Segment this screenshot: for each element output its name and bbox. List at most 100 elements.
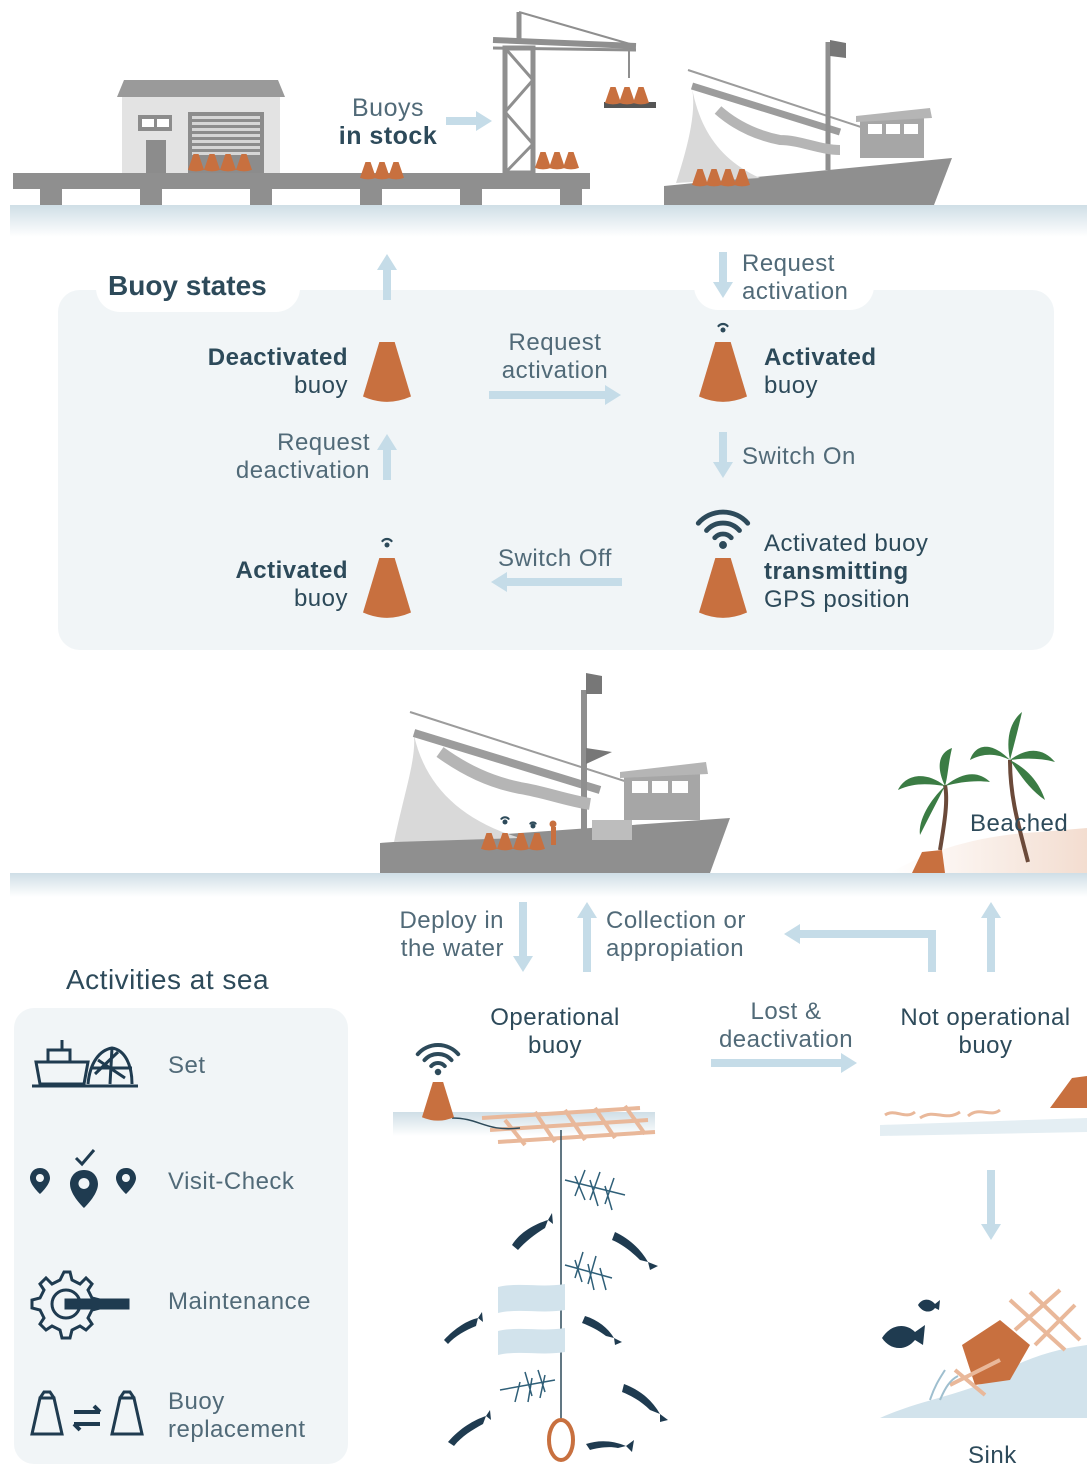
- arrow-down-sink: [981, 1170, 1001, 1240]
- request-activation-top-line1: Request: [742, 250, 835, 277]
- activity-visit-check-label: Visit-Check: [168, 1168, 295, 1195]
- request-activation-mid-line1: Request: [508, 329, 602, 356]
- buoy-states-title: Buoy states: [108, 270, 267, 301]
- deploy-label: Deploy in the water: [360, 907, 504, 963]
- arrow-up-beached: [981, 902, 1001, 972]
- stock-buoy-icon: [605, 87, 621, 105]
- tuna-fish-icons: [444, 1213, 668, 1452]
- stock-buoy-icon: [706, 169, 722, 187]
- flow-arrows: [377, 111, 1001, 1240]
- operational-buoy-signal-icon: [415, 1043, 461, 1076]
- activity-maintenance-label: Maintenance: [168, 1288, 311, 1315]
- stock-buoy-icon: [388, 162, 404, 180]
- wifi-signal-transmitting-icon: [695, 509, 751, 549]
- deactivated-buoy-icon: [363, 342, 411, 402]
- activated-buoy-top-label: Activated buoy: [764, 344, 877, 400]
- deactivated-buoy-label: Deactivated buoy: [150, 344, 348, 400]
- visit-check-icon: [30, 1149, 136, 1208]
- beached-label: Beached: [970, 810, 1069, 837]
- not-operational-line2: buoy: [958, 1032, 1013, 1059]
- fishing-vessel-middle: [380, 673, 730, 873]
- arrow-right-lost: [711, 1053, 857, 1073]
- small-signal-top-icon: [717, 322, 729, 333]
- not-operational-buoy-label: Not operational buoy: [884, 1004, 1087, 1060]
- deploy-line2: the water: [400, 935, 504, 962]
- stock-buoy-icon: [188, 154, 204, 172]
- stock-buoy-icon: [734, 169, 750, 187]
- deactivated-buoy-line1: Deactivated: [207, 344, 348, 371]
- stock-buoy-icon: [513, 833, 529, 851]
- operational-buoy-icon: [422, 1082, 454, 1121]
- arrow-down-request-activation: [713, 252, 733, 298]
- request-activation-top-tab: [694, 252, 874, 310]
- arrow-left-switch-off: [491, 572, 622, 592]
- operational-line1: Operational: [490, 1004, 620, 1031]
- collection-line1: Collection or: [606, 907, 746, 934]
- operational-buoy-label: Operational buoy: [470, 1004, 640, 1060]
- sunken-buoy-scene: [880, 1288, 1087, 1418]
- deploy-line1: Deploy in: [399, 907, 504, 934]
- request-activation-top-line2: activation: [742, 278, 849, 305]
- lost-line2: deactivation: [718, 1026, 854, 1053]
- lost-deactivation-label: Lost & deactivation: [700, 998, 872, 1054]
- fishing-vessel-top: [664, 40, 952, 205]
- stock-buoy-icon: [619, 87, 635, 105]
- stock-buoy-icon: [529, 833, 545, 851]
- fad-cloth-panels: [498, 1284, 565, 1355]
- switch-off-label: Switch Off: [498, 545, 612, 572]
- signal-layer: [381, 322, 751, 1076]
- arrow-elbow-collection: [784, 924, 936, 972]
- arrow-down-switch-on: [713, 432, 733, 478]
- stock-buoy-icon: [220, 154, 236, 172]
- activated-buoy-bottom-icon: [363, 558, 411, 618]
- collection-line2: appropiation: [606, 935, 745, 962]
- set-icon: [32, 1040, 138, 1088]
- crane-icon: [492, 11, 656, 176]
- activated-buoy-bottom-line2: buoy: [293, 585, 348, 612]
- seaweed-icon: [499, 1169, 626, 1403]
- palm-leaves-icon: [898, 712, 1055, 835]
- stock-buoy-icon: [374, 162, 390, 180]
- buoy-layer: [188, 87, 750, 1121]
- activated-buoy-top-icon: [699, 342, 747, 402]
- stock-buoy-icon: [481, 833, 497, 851]
- sink-label: Sink: [968, 1442, 1017, 1469]
- warehouse-icon: [117, 80, 285, 175]
- buoy-replacement-line2: replacement: [168, 1416, 306, 1443]
- transmitting-buoy-label: Activated buoy transmitting GPS position: [764, 530, 928, 614]
- transmitting-line3: GPS position: [764, 586, 911, 613]
- request-activation-mid-line2: activation: [501, 357, 609, 384]
- arrow-up-collection: [577, 902, 597, 972]
- buoys-in-stock-line2: in stock: [338, 122, 438, 150]
- stock-buoy-icon: [204, 154, 220, 172]
- activities-panel: [14, 1008, 348, 1464]
- stock-buoy-icon: [563, 152, 579, 170]
- activated-buoy-top-line2: buoy: [764, 372, 819, 399]
- maintenance-icon: [30, 1270, 130, 1340]
- vessel-signal-icon-2: [529, 821, 537, 829]
- middle-water-surface: [10, 873, 1087, 897]
- top-water-surface: [10, 205, 1087, 237]
- activities-title: Activities at sea: [66, 964, 270, 995]
- stock-buoy-icon: [236, 154, 252, 172]
- lost-line1: Lost &: [750, 998, 822, 1025]
- buoys-in-stock-line1: Buoys: [352, 94, 424, 122]
- stock-buoy-icon: [720, 169, 736, 187]
- buoy-replacement-line1: Buoy: [168, 1388, 225, 1415]
- arrow-right-request-activation: [489, 385, 621, 405]
- not-operational-buoy-scene: [880, 1076, 1087, 1136]
- switch-on-label: Switch On: [742, 443, 856, 470]
- activity-set-label: Set: [168, 1052, 206, 1079]
- anchor-ring-icon: [547, 1418, 575, 1462]
- activated-buoy-top-line1: Activated: [764, 344, 877, 371]
- arrow-right-stock: [446, 111, 492, 131]
- arrow-down-deploy: [513, 902, 533, 972]
- request-deactivation-line2: deactivation: [235, 457, 370, 484]
- arrow-up-request-deactivation: [377, 434, 397, 480]
- transmitting-line1: Activated buoy: [764, 530, 929, 557]
- buoy-replacement-icon: [30, 1390, 144, 1436]
- transmitting-buoy-icon: [699, 558, 747, 618]
- reef-fish-icons: [882, 1299, 940, 1349]
- stock-buoy-icon: [497, 833, 513, 851]
